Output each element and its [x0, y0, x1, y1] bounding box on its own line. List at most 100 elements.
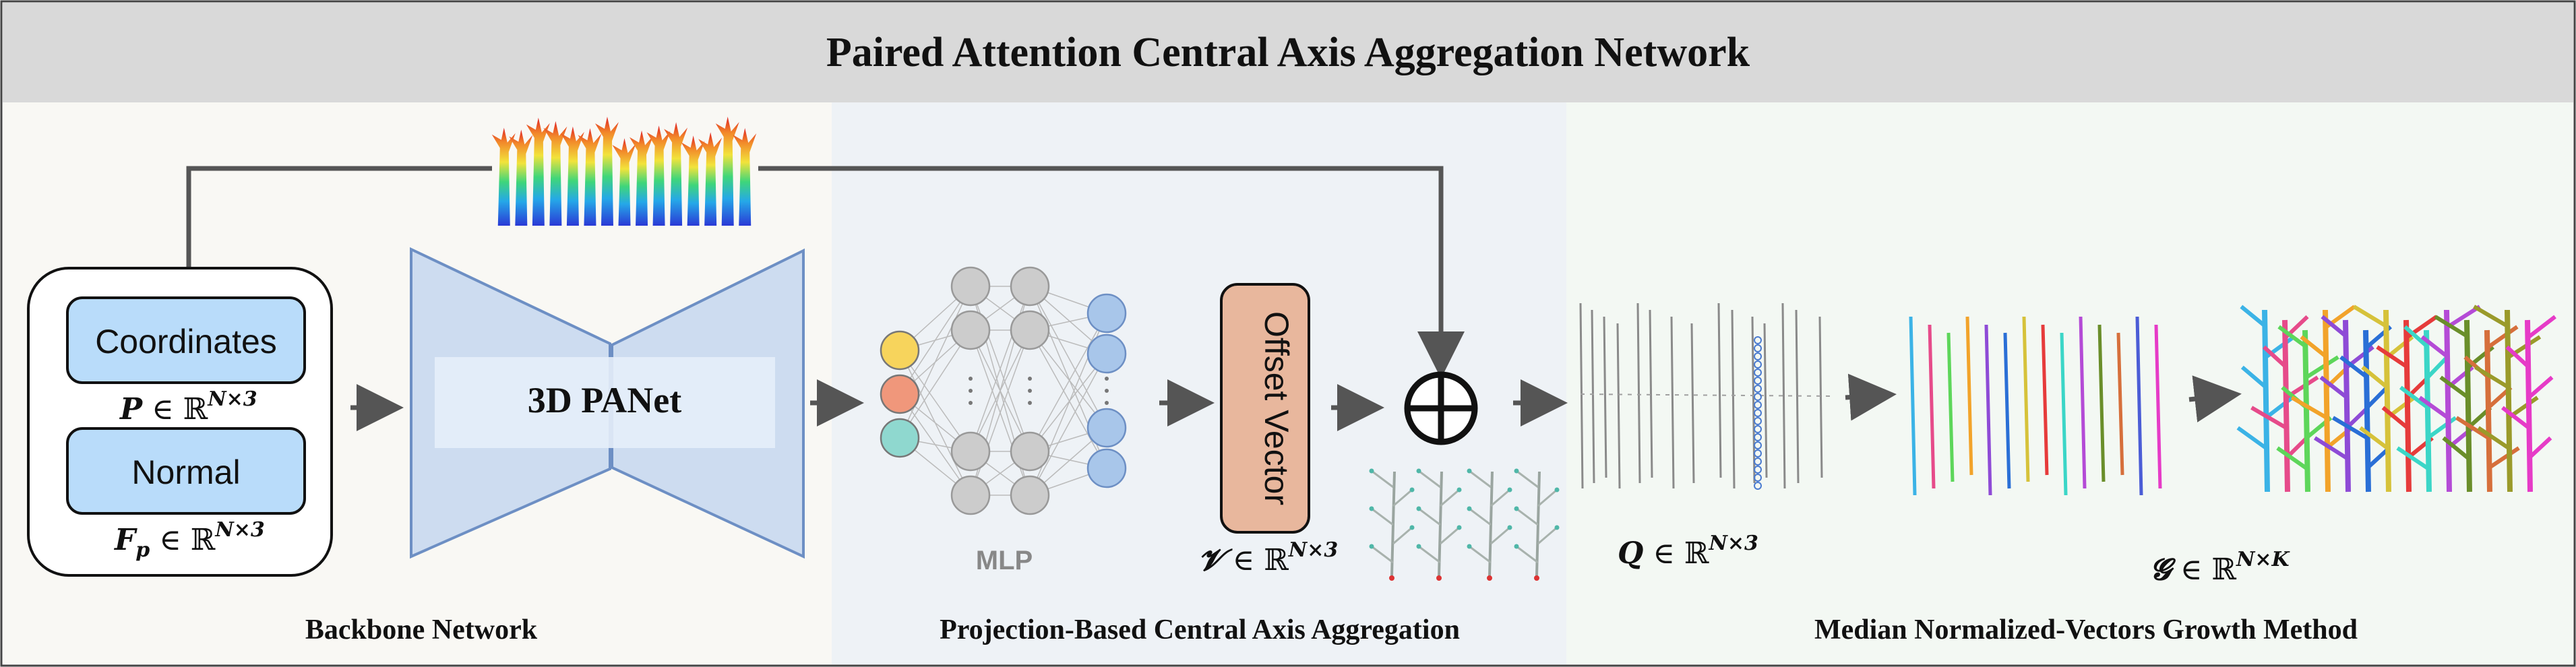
- plant-leaf: [2376, 345, 2409, 369]
- skeleton-node: [1514, 468, 1519, 474]
- skeleton-node: [1456, 525, 1462, 530]
- highlight-point: [1754, 360, 1762, 369]
- mlp-edge: [899, 286, 971, 439]
- mlp-dot: [969, 389, 973, 393]
- cloud-plant: [612, 138, 636, 226]
- mlp-node: [1010, 310, 1050, 350]
- mlp-node: [880, 330, 920, 371]
- highlight-point: [1754, 369, 1762, 377]
- plant-leaf: [2339, 355, 2368, 379]
- gray-axis-scatter: [1580, 393, 1834, 397]
- plant-leaf: [2240, 365, 2267, 389]
- skeleton-node: [1507, 487, 1512, 493]
- skeleton-leaf: [1371, 507, 1394, 526]
- plant-stem: [2383, 309, 2391, 493]
- plant-leaf: [2442, 436, 2470, 460]
- plant-leaf: [2439, 375, 2470, 400]
- cloud-plant: [733, 127, 757, 226]
- fp-notation: Fp ∈ ℝN×3: [113, 518, 265, 562]
- colored-axis: [1984, 324, 1992, 496]
- mlp-dot: [1028, 401, 1032, 405]
- highlight-point: [1754, 466, 1762, 474]
- plant-leaf: [2352, 305, 2389, 329]
- mlp-edge: [1029, 329, 1107, 428]
- mlp-edge: [1029, 286, 1107, 428]
- plant-leaf: [2527, 436, 2552, 460]
- skeleton-leaf: [1469, 470, 1492, 488]
- panet-label-box: [435, 357, 775, 448]
- highlight-point: [1754, 449, 1762, 457]
- skeleton-node: [1416, 506, 1421, 511]
- mlp-dot: [1105, 401, 1109, 405]
- cloud-plant: [491, 127, 516, 226]
- plant-leaf: [2455, 416, 2490, 440]
- coordinates-label: Coordinates: [95, 323, 277, 360]
- skeleton-node: [1409, 525, 1415, 530]
- cloud-plant: [509, 129, 533, 226]
- gray-axis: [1751, 316, 1756, 484]
- arrow-gray-to-colored: [1845, 373, 1897, 421]
- plant-stem: [2484, 329, 2492, 493]
- colored-axis: [2079, 316, 2087, 489]
- colored-axis: [2022, 316, 2030, 482]
- plant-leaf: [2381, 406, 2409, 430]
- skeleton-leaf: [1371, 470, 1394, 488]
- colored-central-axis-image: [1909, 316, 2162, 496]
- offset-vector-label: Offset Vector: [1258, 311, 1295, 505]
- skeleton-leaf: [1490, 526, 1510, 545]
- gray-axis: [1591, 309, 1595, 484]
- mlp-edge: [899, 329, 971, 439]
- plant-leaf: [2313, 436, 2348, 460]
- cloud-plant: [578, 128, 602, 226]
- colored-axis: [1946, 332, 1955, 482]
- cloud-plant: [715, 117, 739, 226]
- mlp-node: [950, 266, 991, 307]
- mlp-dot: [1028, 389, 1032, 393]
- skeleton-leaf: [1516, 545, 1539, 564]
- section-label-growth: Median Normalized-Vectors Growth Method: [1814, 614, 2358, 645]
- skeleton-leaf: [1516, 507, 1539, 526]
- plant-leaf: [2250, 406, 2288, 430]
- title-bar: [3, 3, 2573, 102]
- mlp-node: [880, 418, 920, 458]
- plant-stem: [2343, 319, 2351, 493]
- mlp-edge: [1029, 353, 1107, 452]
- skeleton-leaf: [1490, 488, 1510, 507]
- highlight-point: [1754, 482, 1762, 490]
- skeleton-node: [1369, 544, 1374, 549]
- normal-label: Normal: [131, 453, 240, 491]
- plant-leaf: [2474, 365, 2510, 389]
- mlp-node: [950, 310, 991, 350]
- plant-leaf: [2426, 416, 2457, 440]
- gray-axis: [1603, 316, 1607, 478]
- skip-connection-line: [186, 166, 492, 296]
- plant-leaf: [2319, 375, 2348, 400]
- plant-stem: [2525, 319, 2533, 493]
- highlight-point: [1754, 401, 1762, 409]
- skeleton-node: [1409, 487, 1415, 493]
- mlp-node: [1086, 448, 1127, 488]
- highlight-point: [1754, 344, 1762, 352]
- plant-leaf: [2396, 446, 2429, 470]
- highlight-point: [1754, 433, 1762, 441]
- gray-axis: [1781, 303, 1786, 489]
- plant-leaf: [2365, 385, 2389, 410]
- plant-leaf: [2305, 355, 2339, 379]
- cloud-plant: [698, 132, 723, 226]
- plant-stem: [2464, 319, 2472, 493]
- plant-leaf: [2434, 315, 2470, 339]
- colored-axis: [1928, 324, 1936, 489]
- colored-axis: [2116, 332, 2124, 476]
- plant-stem: [2403, 319, 2412, 493]
- skeleton-root: [1436, 575, 1442, 581]
- plant-leaf: [2501, 406, 2530, 430]
- skeleton-node: [1456, 487, 1462, 493]
- mlp-network: [880, 266, 1127, 515]
- plant-leaf: [2477, 426, 2510, 450]
- v-notation: 𝓥 ∈ ℝN×3: [1198, 538, 1338, 577]
- plant-stem: [2505, 309, 2513, 493]
- skeleton-leaf: [1469, 507, 1492, 526]
- plant-stem: [2262, 309, 2270, 493]
- mlp-dot: [1028, 377, 1032, 381]
- section-label-backbone: Backbone Network: [305, 614, 538, 645]
